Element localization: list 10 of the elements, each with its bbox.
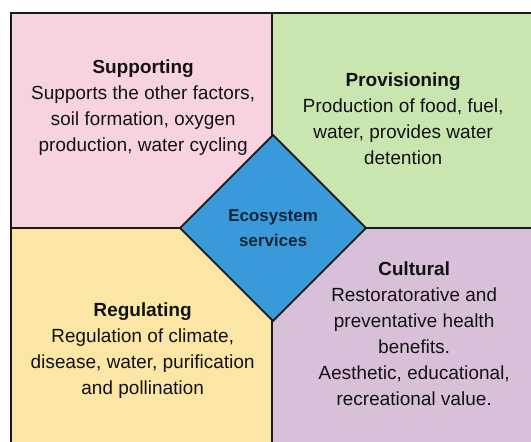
quadrant-description: Regulation of climate, disease, water, purification and pollination — [30, 325, 256, 401]
quadrant-description: Restoratorative and preventative health benefits. — [330, 284, 498, 360]
quadrant-heading: Supporting — [91, 56, 195, 80]
quadrant-description: Supports the other factors, soil formation, oxygen production, water cycling — [30, 82, 256, 158]
quadrant-heading: Cultural — [377, 258, 451, 282]
quadrant-heading: Provisioning — [344, 69, 462, 93]
center-title: Ecosystem services — [227, 205, 319, 252]
quadrant-heading: Regulating — [92, 299, 193, 323]
quadrant-description: Aesthetic, educational, recreational value. — [317, 362, 511, 412]
quadrant-description: Production of food, fuel, water, provides water detention — [302, 95, 504, 171]
